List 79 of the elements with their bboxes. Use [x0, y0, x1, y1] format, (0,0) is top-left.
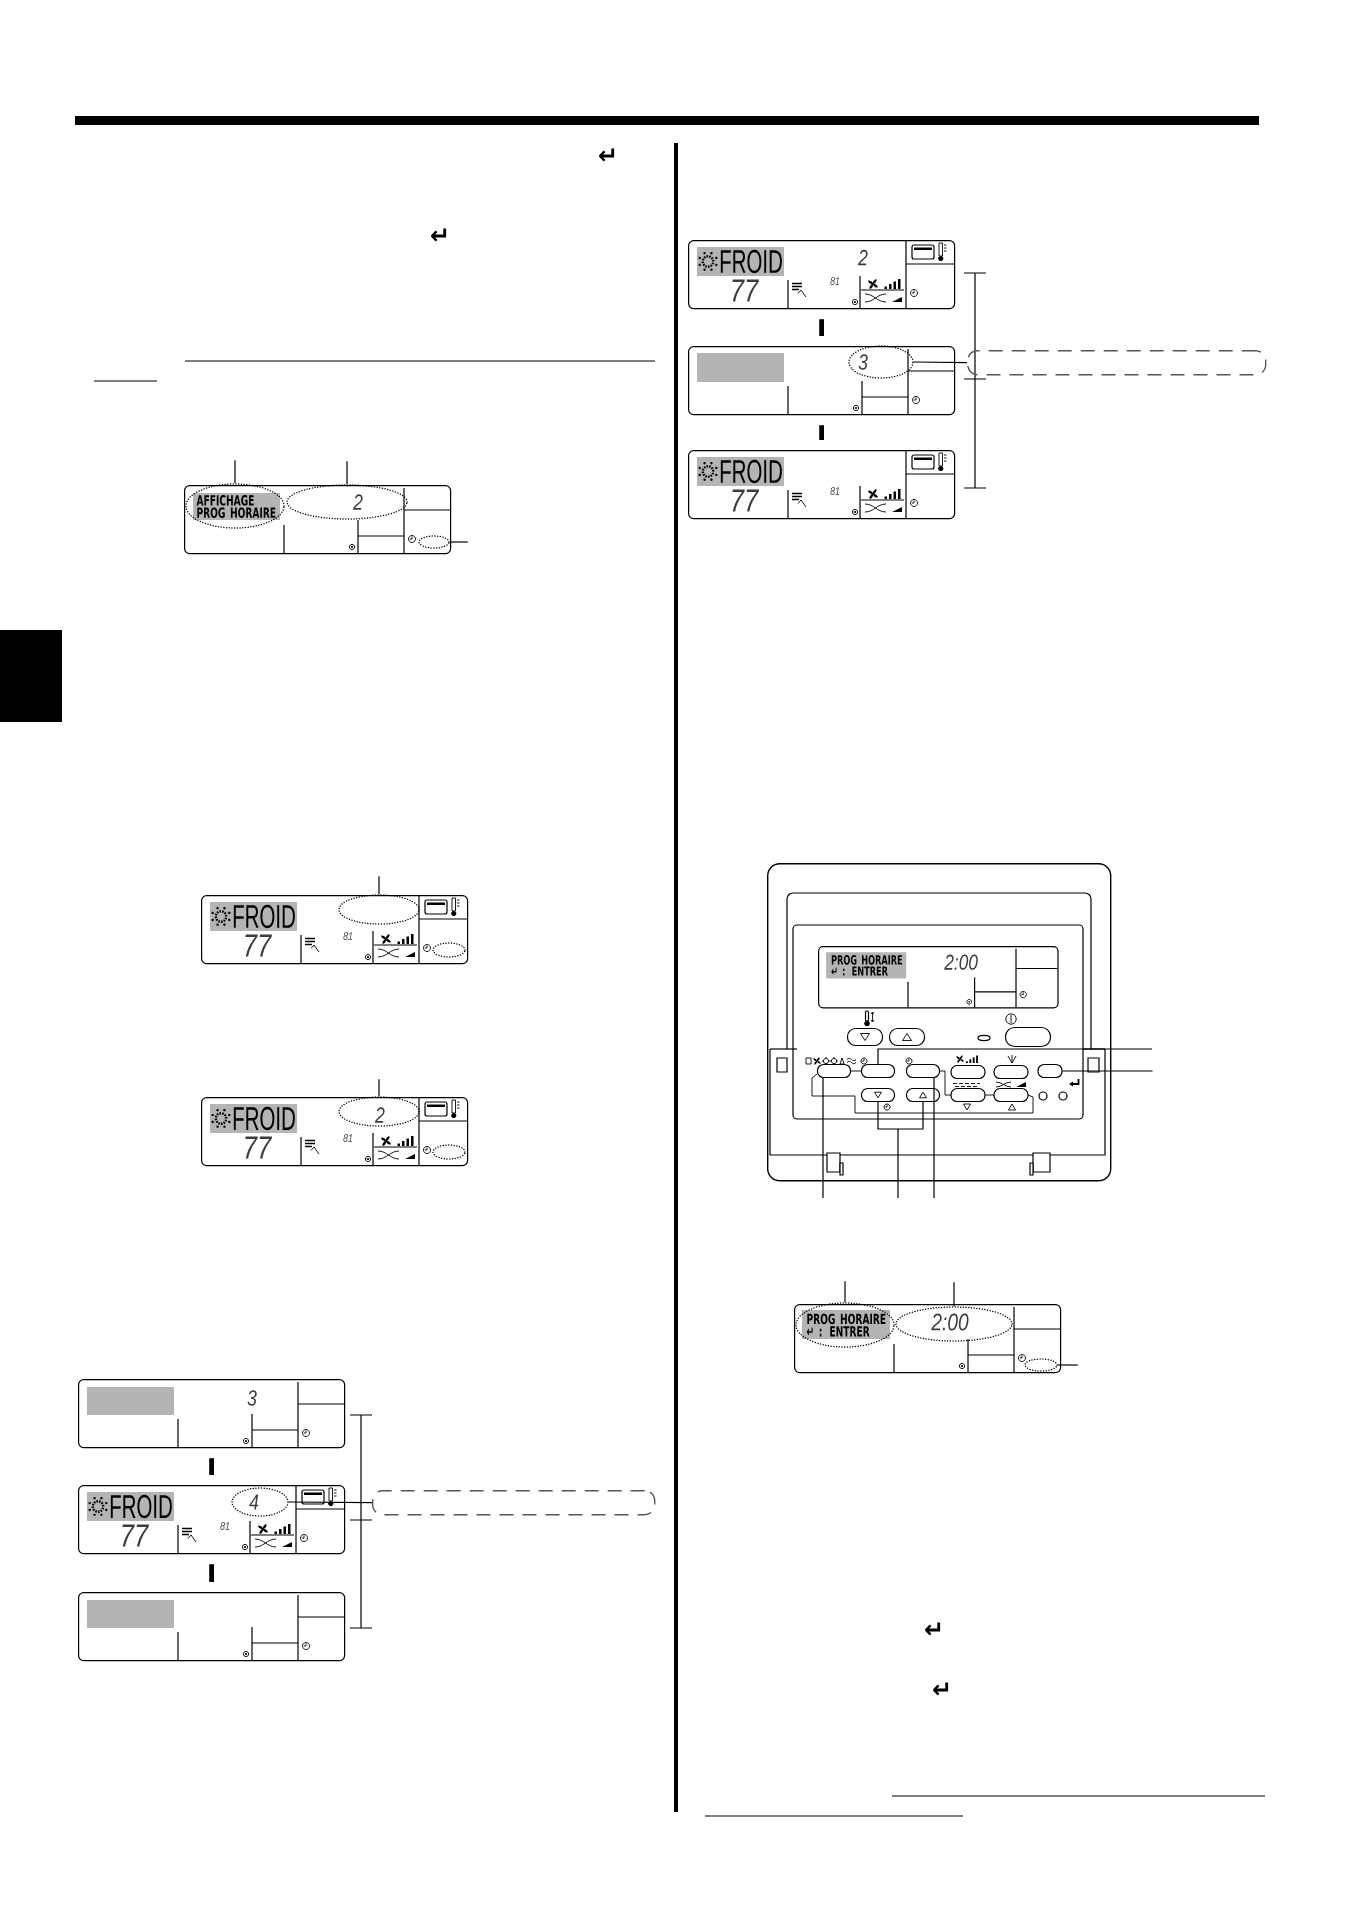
button [905, 1063, 941, 1079]
leader-line [288, 1501, 373, 1504]
circled-digit: 2 [338, 1096, 420, 1127]
dotted-ellipse [432, 1144, 466, 1160]
lcd-display [78, 1379, 346, 1449]
lcd-display [78, 1484, 346, 1555]
enter-symbol: ↵ [431, 228, 447, 242]
dotted-ellipse [1024, 1358, 1058, 1372]
dotted-ellipse [418, 535, 450, 549]
display-digits: 77 [732, 279, 760, 302]
leader-line [346, 460, 348, 485]
display-digits: 77 [245, 934, 272, 957]
mode-label: FROID [210, 902, 297, 931]
leader-line [913, 361, 968, 364]
display-digits: 81 [343, 1134, 353, 1142]
lcd-display [688, 346, 956, 416]
display-digits: 2 [858, 249, 868, 266]
leader-line [378, 875, 380, 895]
mode-label: FROID [210, 1104, 297, 1133]
button [993, 1064, 1029, 1080]
dashed-callout-box [372, 1490, 656, 1516]
button [1004, 1026, 1052, 1048]
lcd-display [794, 1304, 1062, 1374]
lcd-display [688, 449, 956, 520]
lcd-display [818, 946, 1059, 1009]
connector-bar [209, 1564, 214, 1582]
leader-line [953, 1281, 955, 1307]
mode-label: FROID [697, 457, 784, 486]
display-digits: 81 [220, 1522, 230, 1530]
lcd-display [78, 1592, 346, 1662]
leader-line [877, 1048, 1153, 1065]
display-digits: 81 [343, 932, 353, 940]
lcd-display [688, 239, 956, 310]
button [816, 1063, 852, 1079]
button [950, 1064, 986, 1080]
display-digits: 81 [830, 487, 840, 495]
button [950, 1087, 986, 1103]
display-digits: 3 [247, 1390, 257, 1406]
display-digits: 2:00 [944, 954, 978, 970]
enter-symbol: ↵ [925, 1622, 941, 1636]
button [860, 1063, 896, 1079]
leader-line [877, 1101, 924, 1199]
circled-digit: 2:00 [895, 1306, 1013, 1342]
connector-bar [209, 1458, 214, 1475]
lcd-display [184, 485, 452, 555]
leader-line [844, 1280, 846, 1303]
leader-line [1057, 1364, 1079, 1366]
display-digits: 81 [830, 277, 840, 285]
enter-symbol: ↵ [599, 148, 615, 162]
display-digits: 77 [245, 1136, 272, 1159]
mode-label: FROID [697, 247, 784, 276]
circled-message: PROG HORAIRE ↵ : ENTRER [795, 1302, 895, 1348]
circled-digit: 3 [848, 345, 914, 379]
circled-digit: 4 [231, 1487, 289, 1517]
round-button [1038, 1091, 1048, 1101]
lcd-display [201, 894, 469, 965]
connector-bar [819, 319, 824, 336]
mode-label: FROID [87, 1492, 174, 1521]
leader-line [822, 1077, 824, 1199]
round-button [1058, 1091, 1068, 1101]
highlighted-message: PROG HORAIRE ↵ : ENTRER [826, 952, 907, 979]
leader-line [933, 1077, 935, 1199]
leader-line [234, 459, 236, 484]
leader-line [449, 541, 469, 543]
dotted-ellipse [338, 894, 420, 925]
connector-bar [819, 425, 824, 440]
display-digits: 77 [732, 489, 760, 512]
circled-message: AFFICHAGE PROG HORAIRE [185, 483, 285, 529]
leader-line [378, 1078, 380, 1097]
leader-line [1062, 1070, 1154, 1072]
display-digits: 77 [122, 1524, 149, 1547]
lcd-display [201, 1096, 469, 1167]
button [993, 1087, 1029, 1103]
button [1037, 1063, 1063, 1079]
circled-digit: 2 [286, 484, 408, 520]
enter-symbol: ↵ [933, 1682, 949, 1696]
dotted-ellipse [432, 942, 466, 958]
dashed-callout-box [967, 350, 1267, 376]
remote-control [767, 863, 1112, 1182]
